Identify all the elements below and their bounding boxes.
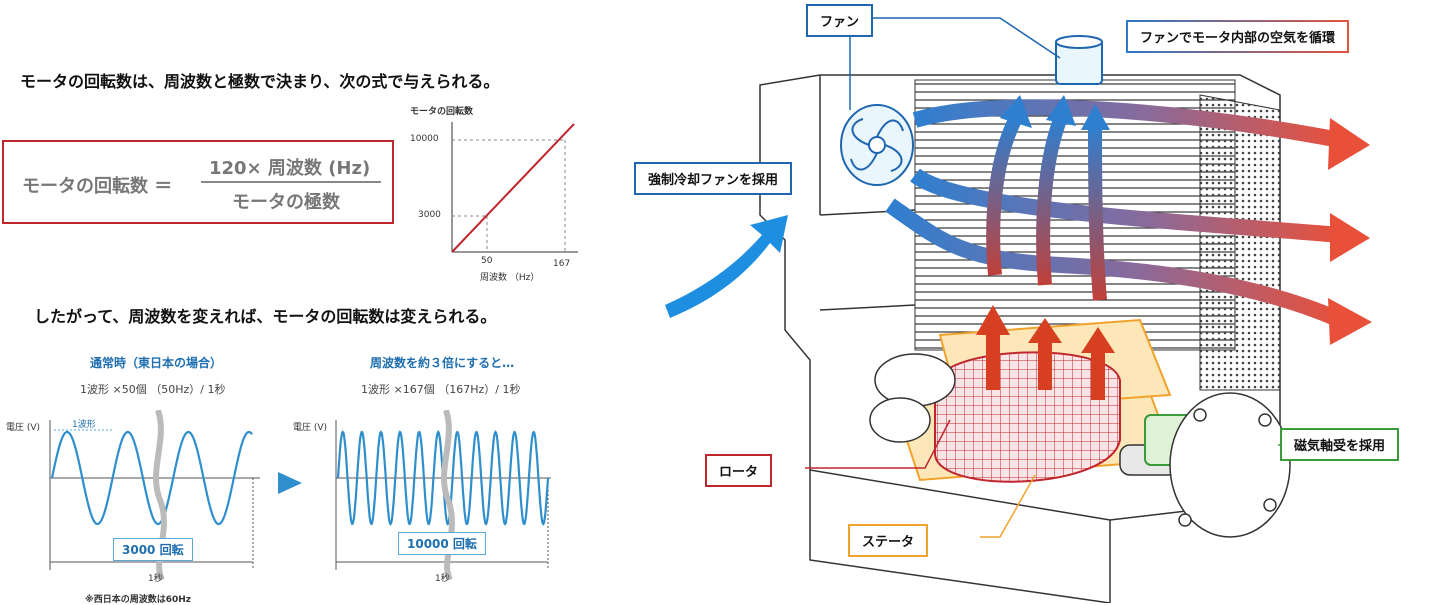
mini-chart-title: モータの回転数 bbox=[410, 107, 474, 117]
wave-fast-plot bbox=[335, 410, 551, 580]
label-magnetic-bearing: 磁気軸受を採用 bbox=[1280, 428, 1400, 461]
formula-box: モータの回転数 ＝ 120× 周波数 (Hz) モータの極数 bbox=[2, 140, 394, 224]
motor-cutaway-diagram bbox=[665, 17, 1372, 603]
formula-numerator: 120× 周波数 (Hz) bbox=[209, 158, 371, 179]
heading-formula-intro: モータの回転数は、周波数と極数で決まり、次の式で与えられる。 bbox=[20, 72, 500, 91]
footnote: ※西日本の周波数は60Hz bbox=[85, 595, 192, 605]
label-rotor: ロータ bbox=[705, 454, 773, 487]
wave-normal-title: 通常時（東日本の場合） bbox=[90, 356, 223, 370]
heat-rise-arrows bbox=[976, 305, 1115, 400]
wave-normal-sine bbox=[50, 430, 253, 526]
perforated-side-panel bbox=[1199, 94, 1281, 391]
mini-chart-xtick-50: 50 bbox=[481, 256, 493, 266]
mini-chart-series-line bbox=[451, 123, 575, 253]
left-coupling bbox=[869, 353, 956, 443]
mini-chart-ytick-10000: 10000 bbox=[410, 134, 439, 144]
label-stator: ステータ bbox=[848, 524, 929, 557]
wave-fast-axis-label: 電圧 (V) bbox=[293, 423, 328, 433]
next-arrow-icon bbox=[278, 472, 302, 494]
circulation-flow-arrows bbox=[885, 95, 1372, 345]
end-flange bbox=[1169, 392, 1291, 538]
fraction-bar bbox=[201, 181, 381, 183]
label-fan: ファン bbox=[806, 4, 874, 37]
mini-chart-xtick-167: 167 bbox=[553, 259, 571, 269]
wave-fast-subtitle: 1波形 ×167個 （167Hz）/ 1秒 bbox=[361, 383, 521, 396]
formula-denominator: モータの極数 bbox=[232, 192, 340, 213]
wave-normal-rpm-badge: 3000 回転 bbox=[113, 538, 193, 561]
break-mark bbox=[441, 410, 455, 580]
wave-normal-subtitle: 1波形 ×50個 （50Hz）/ 1秒 bbox=[80, 383, 226, 396]
fan-icon bbox=[840, 104, 914, 186]
formula-lhs: モータの回転数 ＝ bbox=[22, 176, 173, 197]
fan-motor-cap bbox=[1055, 35, 1103, 85]
wave-normal-time-label: 1秒 bbox=[148, 574, 163, 584]
cool-air-inflow-arrow bbox=[665, 215, 788, 318]
mini-chart bbox=[451, 122, 578, 253]
wave-fast-title: 周波数を約３倍にすると… bbox=[370, 356, 515, 370]
label-circulation: ファンでモータ内部の空気を循環 bbox=[1126, 20, 1350, 53]
mini-chart-xlabel: 周波数 （Hz） bbox=[480, 273, 540, 283]
wave-normal-axis-label: 電圧 (V) bbox=[6, 423, 41, 433]
rotor-body bbox=[934, 351, 1121, 483]
label-forced-cooling: 強制冷却ファンを採用 bbox=[634, 162, 793, 195]
heading-conclusion: したがって、周波数を変えれば、モータの回転数は変えられる。 bbox=[34, 307, 497, 326]
mini-chart-ytick-3000: 3000 bbox=[418, 210, 441, 220]
leader-lines bbox=[805, 17, 1300, 538]
wave-normal-period-label: 1波形 bbox=[72, 420, 96, 430]
wave-fast-rpm-badge: 10000 回転 bbox=[398, 532, 486, 555]
wave-fast-time-label: 1秒 bbox=[435, 574, 450, 584]
